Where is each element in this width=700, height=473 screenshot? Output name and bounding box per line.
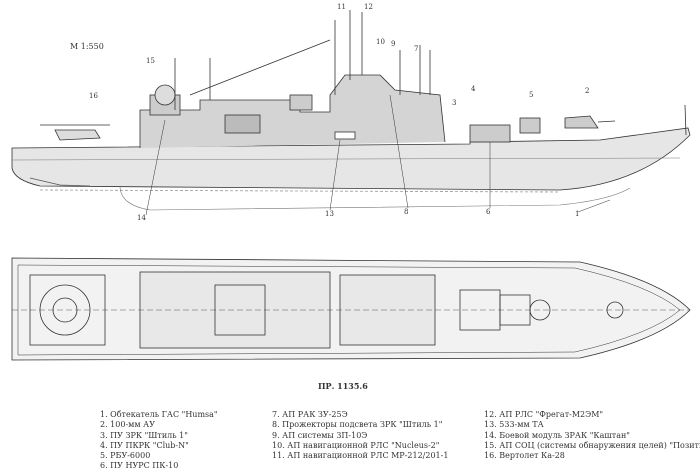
callout-13: 13 [325, 210, 334, 218]
callout-12: 12 [364, 3, 373, 11]
legend-item: 13. 533-мм ТА [484, 420, 544, 430]
project-title: ПР. 1135.6 [318, 381, 368, 391]
legend-item: 8. Прожекторы подсвета ЗРК "Штиль 1" [272, 420, 443, 430]
legend-item: 14. Боевой модуль ЗРАК "Каштан" [484, 430, 630, 440]
callout-9: 9 [391, 40, 396, 48]
callout-15: 15 [146, 57, 155, 65]
callout-6: 6 [486, 208, 491, 216]
helicopter [40, 124, 110, 141]
legend-item: 15. АП СОЦ (системы обнаружения целей) "… [484, 440, 700, 450]
callout-14: 14 [137, 214, 146, 222]
callout-7: 7 [414, 45, 419, 53]
callout-3: 3 [452, 99, 457, 107]
legend-item: 11. АП навигационной РЛС МР-212/201-1 [272, 451, 449, 461]
legend-item: 3. ПУ ЗРК "Штиль 1" [100, 430, 188, 440]
callout-5: 5 [529, 91, 534, 99]
callout-10: 10 [376, 38, 385, 46]
callout-2: 2 [585, 87, 590, 95]
callout-4: 4 [471, 85, 476, 93]
legend-column-1: 1. Обтекатель ГАС "Humsa" 2. 100-мм АУ 3… [100, 410, 218, 472]
legend-column-3: 12. АП РЛС "Фрегат-М2ЭМ" 13. 533-мм ТА 1… [484, 410, 700, 461]
legend-item: 7. АП РАК ЗУ-25Э [272, 410, 348, 419]
legend-item: 6. ПУ НУРС ПК-10 [100, 461, 179, 471]
scale-label: М 1:550 [70, 42, 104, 51]
legend-item: 2. 100-мм АУ [100, 420, 155, 430]
callout-11: 11 [337, 3, 346, 11]
callout-16: 16 [89, 92, 98, 100]
legend-item: 9. АП системы 3П-10Э [272, 430, 368, 440]
callout-8: 8 [404, 208, 409, 216]
superstructure [139, 74, 446, 148]
legend-item: 12. АП РЛС "Фрегат-М2ЭМ" [484, 410, 604, 419]
legend-item: 5. РБУ-6000 [100, 451, 151, 461]
legend-column-2: 7. АП РАК ЗУ-25Э 8. Прожекторы подсвета … [272, 410, 448, 461]
legend-item: 4. ПУ ПКРК "Club-N" [100, 440, 189, 450]
legend-item: 16. Вертолет Ка-28 [484, 451, 565, 461]
legend-item: 1. Обтекатель ГАС "Humsa" [100, 410, 218, 419]
callout-1: 1 [575, 210, 580, 218]
legend-item: 10. АП навигационной РЛС "Nucleus-2" [272, 440, 440, 450]
